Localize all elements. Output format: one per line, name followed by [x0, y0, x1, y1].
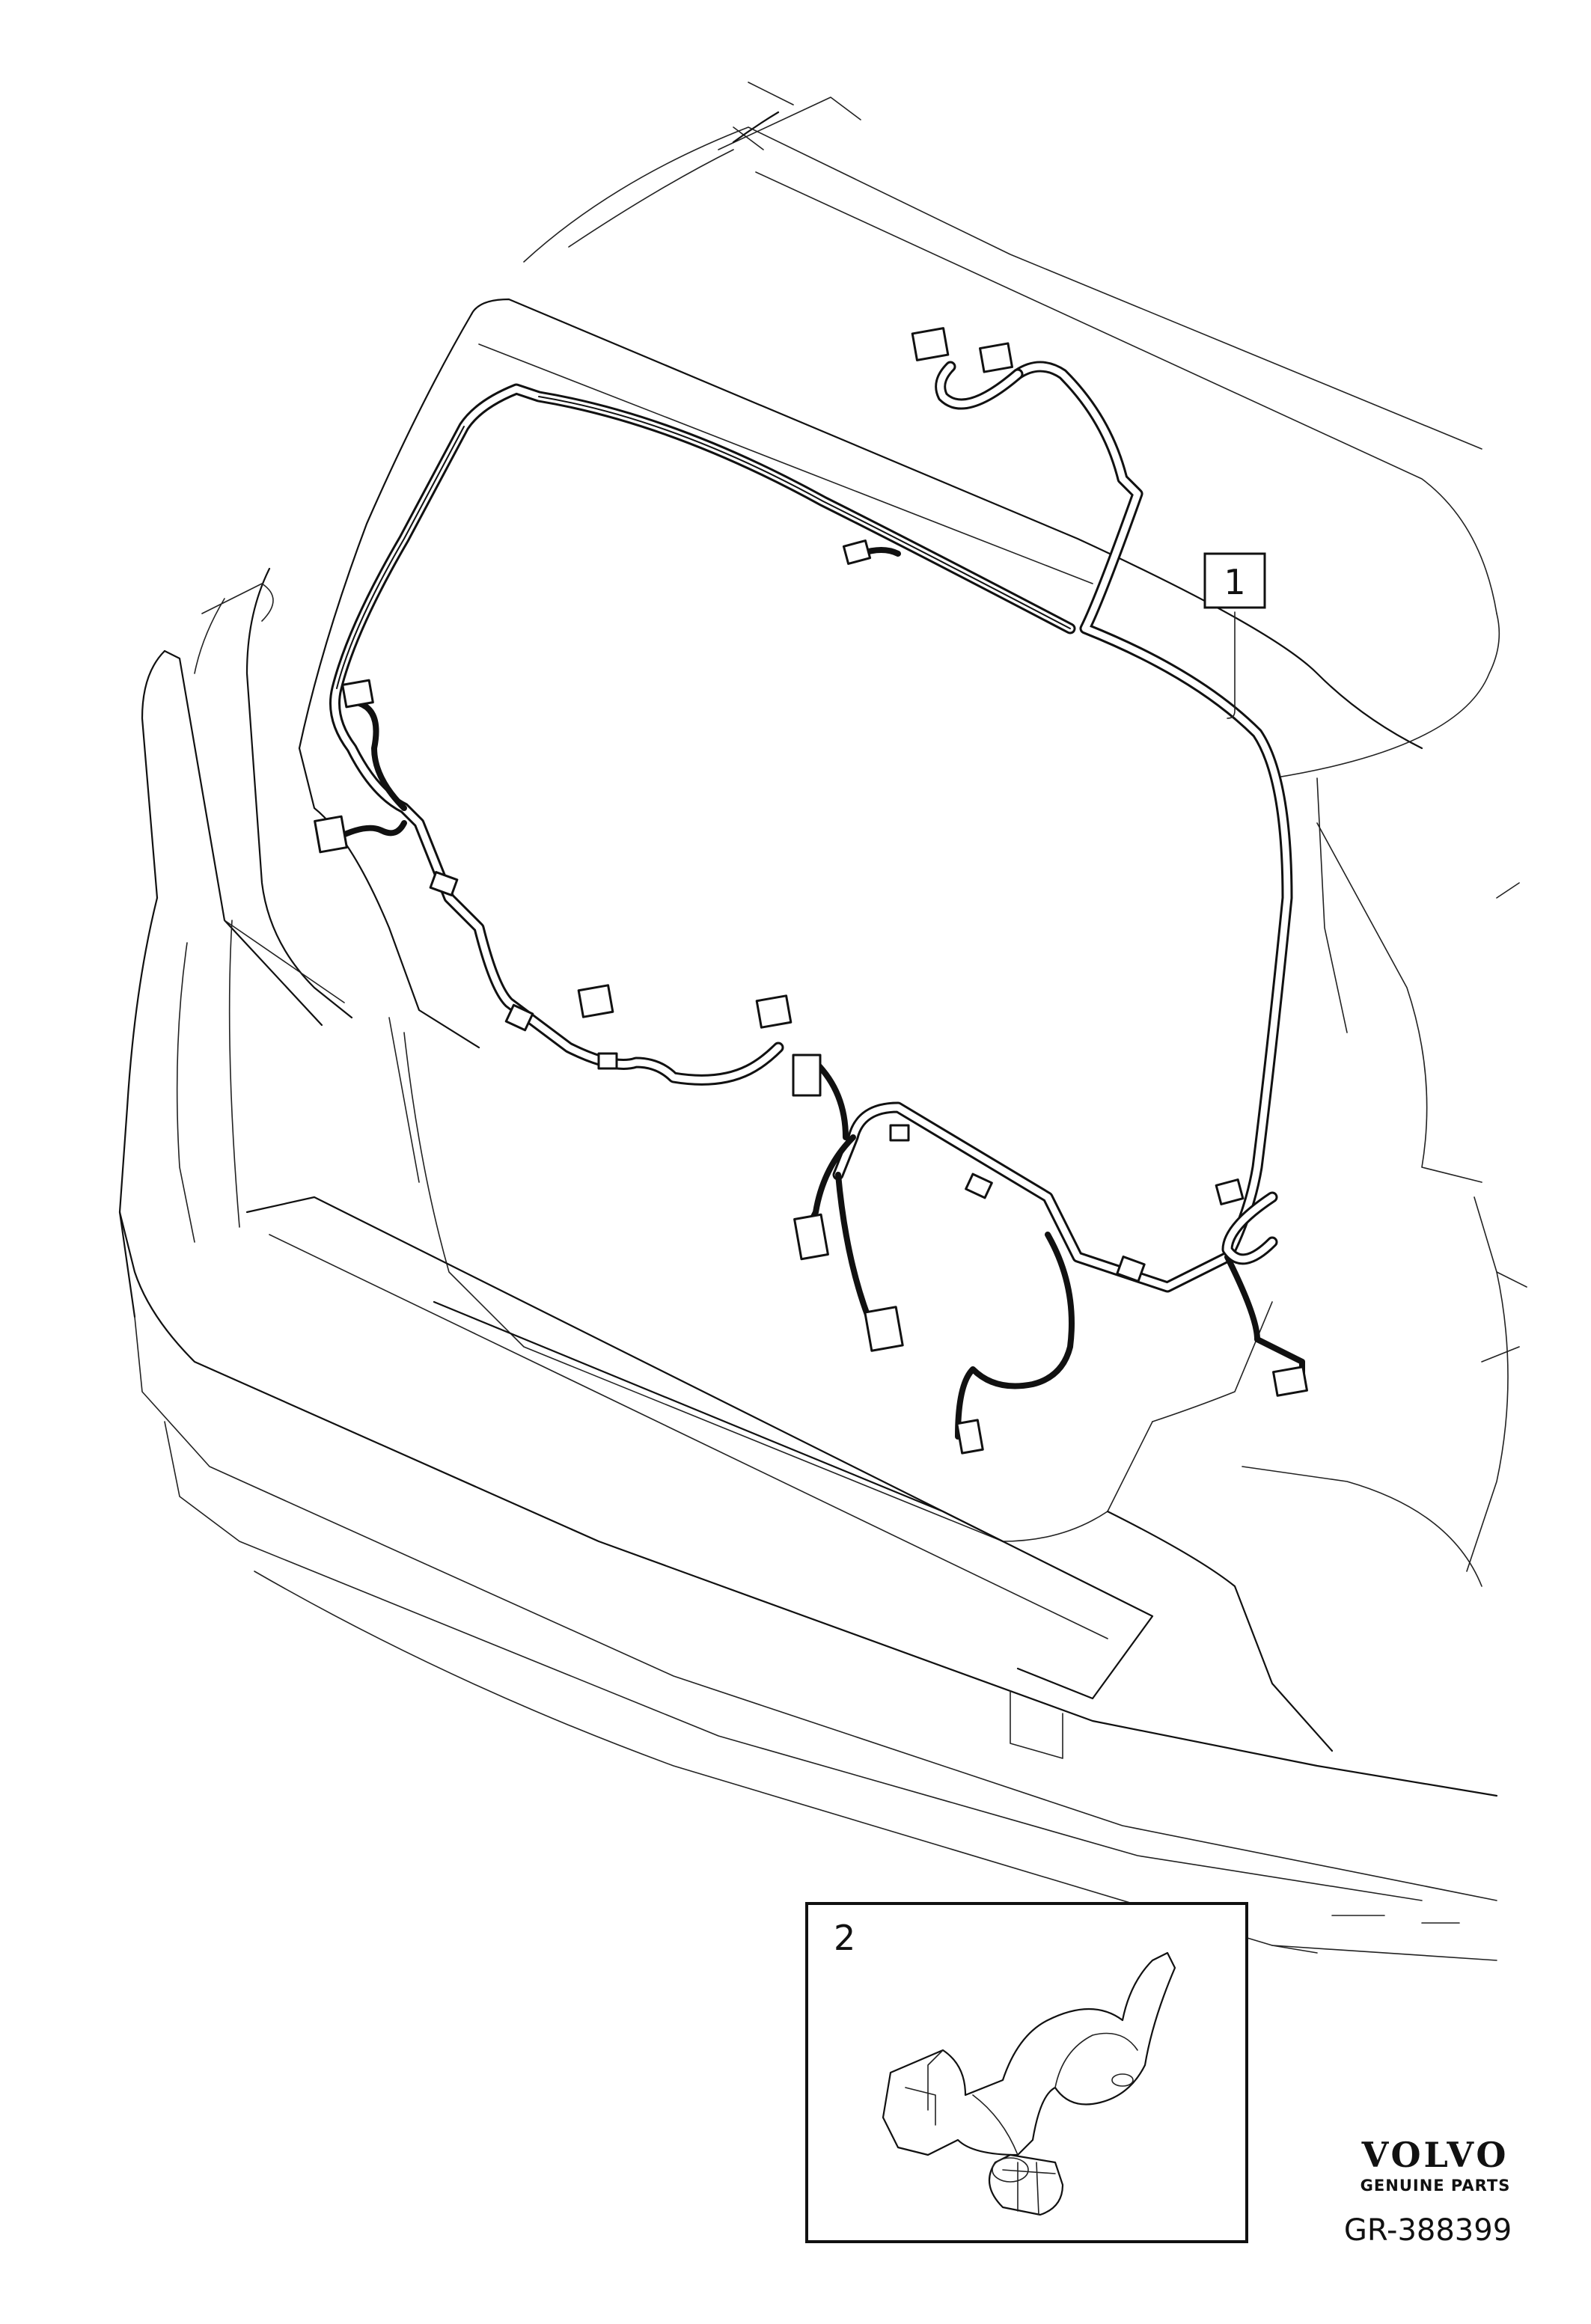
connector	[1116, 1256, 1146, 1282]
inset-box	[805, 1902, 1248, 2243]
connector	[864, 1306, 904, 1352]
branding: VOLVO GENUINE PARTS GR-388399	[1344, 2135, 1512, 2248]
brand-tagline: GENUINE PARTS	[1361, 2177, 1511, 2195]
harness-connectors	[314, 327, 1308, 1455]
connector	[341, 679, 374, 709]
brand-logo: VOLVO	[1361, 2135, 1509, 2175]
connector	[597, 1052, 618, 1070]
connector	[965, 1172, 993, 1199]
callout-harness: 1	[1203, 552, 1266, 719]
connector	[504, 1003, 534, 1032]
connector	[577, 984, 614, 1018]
connector	[979, 342, 1013, 373]
connector	[911, 327, 950, 361]
callout-label-1: 1	[1224, 562, 1245, 602]
connector	[314, 815, 348, 854]
callout-label-2: 2	[834, 1918, 855, 1958]
connector	[755, 994, 793, 1029]
callout-box-1	[1203, 552, 1266, 609]
car-body-outline	[118, 82, 1527, 1961]
connector	[956, 1419, 984, 1455]
connector	[1215, 1178, 1245, 1205]
connector	[792, 1054, 822, 1097]
connector	[793, 1213, 829, 1261]
inset-clip: 2	[805, 1902, 1248, 2243]
connector	[842, 539, 872, 565]
reference-number: GR-388399	[1344, 2213, 1512, 2248]
connector	[1272, 1366, 1308, 1397]
clip-illustration	[882, 1951, 1176, 2216]
connector	[889, 1124, 910, 1142]
connector	[429, 871, 459, 896]
wiring-harness	[329, 361, 1305, 1440]
